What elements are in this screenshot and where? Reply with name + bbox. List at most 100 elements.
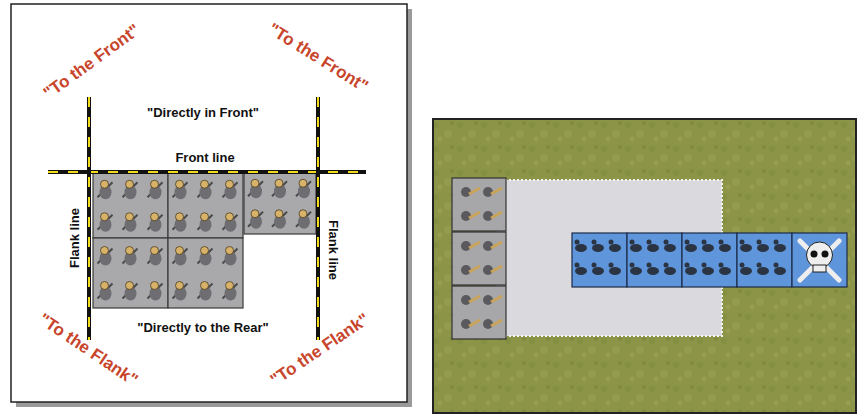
- cannon: [491, 320, 502, 326]
- gun-crew: [461, 211, 471, 221]
- unit-blocks: [452, 178, 847, 339]
- flank-line-dash: [317, 97, 319, 340]
- flank-line: [87, 97, 91, 340]
- cannon: [491, 242, 502, 248]
- cannon: [469, 320, 480, 326]
- rider: [609, 240, 614, 245]
- rider: [757, 263, 762, 268]
- panel-border: [432, 118, 857, 414]
- horse: [740, 244, 752, 252]
- horse: [664, 267, 676, 275]
- soldier-head: [201, 213, 209, 221]
- rider: [702, 240, 707, 245]
- rider: [702, 263, 707, 268]
- cannon: [469, 188, 480, 194]
- unit-block: [168, 173, 243, 238]
- unit-block: [452, 178, 506, 231]
- soldier-head: [299, 210, 307, 218]
- soldier-head: [201, 180, 209, 188]
- horse: [575, 267, 587, 275]
- cannon: [491, 296, 502, 302]
- cannon: [469, 266, 480, 272]
- unit-block: [627, 233, 682, 287]
- horse: [757, 244, 769, 252]
- line-label: Front line: [175, 150, 234, 165]
- skull-eye: [822, 251, 829, 258]
- cannon: [469, 212, 480, 218]
- skull: [807, 242, 833, 268]
- line-label: Flank line: [67, 208, 82, 268]
- gun-crew: [483, 265, 493, 275]
- gun-crew: [461, 295, 471, 305]
- soldier-head: [226, 247, 234, 255]
- horse: [685, 267, 697, 275]
- soldier-head: [251, 210, 259, 218]
- rider: [592, 263, 597, 268]
- unit-block: [737, 233, 792, 287]
- unit-block: [452, 232, 506, 285]
- rider: [609, 263, 614, 268]
- line-label: Flank line: [326, 220, 341, 280]
- soldier-head: [126, 247, 134, 255]
- grass-ground: [434, 120, 855, 412]
- soldier-head: [101, 213, 109, 221]
- panel-frame: [11, 4, 407, 402]
- soldier-head: [126, 282, 134, 290]
- soldier-head: [101, 180, 109, 188]
- rider: [774, 240, 779, 245]
- unit-blocks: [93, 173, 316, 308]
- cannon: [491, 212, 502, 218]
- gun-crew: [461, 319, 471, 329]
- horse: [592, 267, 604, 275]
- gun-crew: [483, 187, 493, 197]
- soldier-head: [275, 210, 283, 218]
- soldier-head: [126, 180, 134, 188]
- soldier-head: [226, 213, 234, 221]
- zone-label: "Directly in Front": [147, 105, 259, 120]
- flank-line-dash: [88, 97, 90, 340]
- horse: [774, 267, 786, 275]
- unit-block: [93, 173, 168, 238]
- rider: [575, 263, 580, 268]
- soldier-head: [226, 282, 234, 290]
- cannon: [491, 266, 502, 272]
- horse: [664, 244, 676, 252]
- soldier-head: [176, 247, 184, 255]
- horse: [702, 244, 714, 252]
- gun-crew: [483, 241, 493, 251]
- crossbone: [800, 241, 839, 280]
- horse: [630, 244, 642, 252]
- rider: [647, 263, 652, 268]
- gun-crew: [461, 265, 471, 275]
- soldier-head: [201, 247, 209, 255]
- horse: [630, 267, 642, 275]
- skull-eye: [811, 251, 818, 258]
- rider: [740, 240, 745, 245]
- horse: [592, 244, 604, 252]
- horse: [647, 244, 659, 252]
- horse: [774, 244, 786, 252]
- soldier-head: [151, 180, 159, 188]
- gun-crew: [483, 295, 493, 305]
- gun-crew: [461, 241, 471, 251]
- cannon: [469, 296, 480, 302]
- rider: [647, 240, 652, 245]
- zone-label: "Directly to the Rear": [137, 320, 269, 335]
- unit-block: [792, 233, 847, 287]
- rider: [592, 240, 597, 245]
- soldier-head: [176, 213, 184, 221]
- rider: [664, 240, 669, 245]
- flank-line: [316, 97, 320, 340]
- soldier-head: [126, 213, 134, 221]
- horse: [719, 267, 731, 275]
- unit-block: [244, 173, 316, 234]
- rider: [685, 263, 690, 268]
- soldier-head: [101, 282, 109, 290]
- horse: [757, 267, 769, 275]
- cannon: [469, 242, 480, 248]
- soldier-head: [151, 282, 159, 290]
- horse: [719, 244, 731, 252]
- soldier-head: [101, 247, 109, 255]
- skull-jaw: [813, 265, 826, 272]
